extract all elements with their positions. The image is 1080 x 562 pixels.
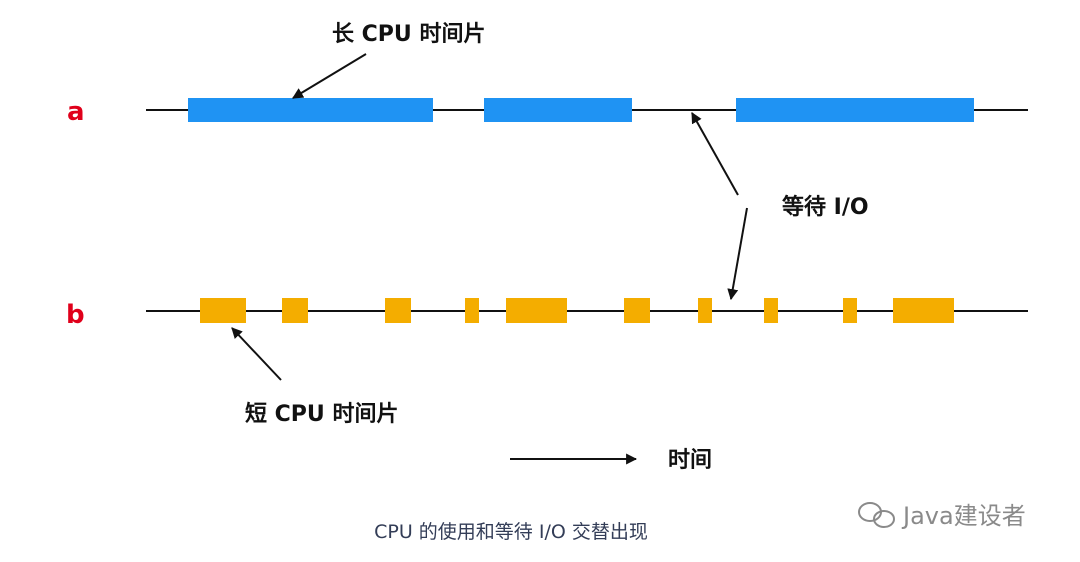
row-b-cpu-slice (624, 298, 650, 323)
row-b-cpu-slice (200, 298, 246, 323)
row-a-cpu-slice (736, 98, 974, 122)
row-b-cpu-slice (465, 298, 479, 323)
short-slice-arrow (231, 327, 282, 381)
row-b-cpu-slice (764, 298, 778, 323)
row-b-cpu-slice (843, 298, 857, 323)
row-b-cpu-slice (506, 298, 567, 323)
watermark-text: Java建设者 (901, 502, 1026, 530)
figure-caption: CPU 的使用和等待 I/O 交替出现 (374, 521, 648, 543)
wait-io-arrow-up (691, 112, 739, 196)
row-a-cpu-slice (484, 98, 632, 122)
row-b-cpu-slice (893, 298, 954, 323)
row-a-label: a (67, 97, 85, 127)
time-label: 时间 (668, 448, 712, 473)
long-slice-arrow (292, 53, 367, 99)
row-b-cpu-slice (698, 298, 712, 323)
row-b-label: b (66, 300, 85, 330)
watermark: Java建设者 (858, 502, 1026, 530)
wait-io-label: 等待 I/O (782, 194, 869, 220)
row-b-cpu-segments (200, 298, 954, 323)
row-a-cpu-segments (188, 98, 974, 122)
row-b-cpu-slice (385, 298, 411, 323)
row-b-cpu-slice (282, 298, 308, 323)
long-slice-label: 长 CPU 时间片 (332, 22, 485, 47)
wechat-icon (858, 502, 895, 528)
row-a-cpu-slice (188, 98, 433, 122)
wait-io-arrow-down (727, 207, 748, 301)
short-slice-label: 短 CPU 时间片 (245, 402, 398, 427)
